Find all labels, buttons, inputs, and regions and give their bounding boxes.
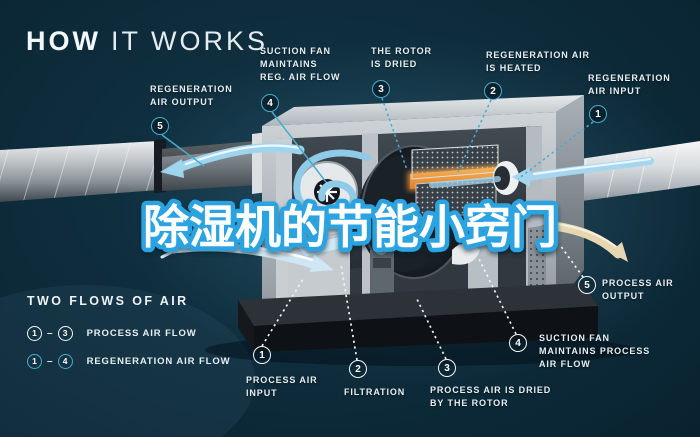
legend-circle-3: 3 <box>57 325 73 341</box>
regeneration-input-arrow <box>524 157 654 181</box>
left-duct <box>0 132 268 202</box>
leader-bottom-4 <box>478 258 517 335</box>
leader-top-2 <box>457 99 492 173</box>
fan-swirl-arrow <box>293 149 372 220</box>
legend-circle-4: 4 <box>57 353 73 369</box>
process-input-arrow <box>167 242 325 271</box>
title-light: IT WORKS <box>110 26 268 56</box>
leader-top-4 <box>271 111 327 183</box>
legend-label-process: PROCESS AIR FLOW <box>86 327 197 339</box>
filter-panel <box>295 235 353 258</box>
title-bold: HOW <box>26 26 101 56</box>
callout-suction-fan-process: SUCTION FAN MAINTAINS PROCESS AIR FLOW <box>539 333 651 370</box>
legend-dash: – <box>47 327 53 339</box>
arrowhead-process-input <box>310 254 334 272</box>
badge-top-1: 1 <box>589 105 607 123</box>
legend-title: TWO FLOWS OF AIR <box>27 294 189 308</box>
badge-top-3: 3 <box>372 80 390 98</box>
callout-rotor-dried: THE ROTOR IS DRIED <box>371 46 432 70</box>
legend-circle-1b: 1 <box>27 353 42 369</box>
arrowhead-process-output <box>610 242 628 262</box>
machine-side-face <box>556 95 584 308</box>
callout-regeneration-air-output: REGENERATION AIR OUTPUT <box>150 84 233 108</box>
page-title: HOW IT WORKS <box>26 26 268 57</box>
badge-bottom-1: 1 <box>253 346 271 364</box>
callout-filtration: FILTRATION <box>344 387 406 397</box>
badge-top-5: 5 <box>151 117 169 135</box>
callout-process-air-input: PROCESS AIR INPUT <box>246 375 318 399</box>
machine-top-face <box>262 95 584 126</box>
legend-label-regeneration: REGENERATION AIR FLOW <box>86 355 231 367</box>
air-flow-arrows <box>160 143 654 272</box>
badge-top-4: 4 <box>261 94 279 112</box>
callout-regeneration-heated: REGENERATION AIR IS HEATED <box>486 50 590 74</box>
leader-top-5 <box>161 134 205 167</box>
arrow-tail-chevrons <box>160 241 176 259</box>
callout-suction-fan-reg: SUCTION FAN MAINTAINS REG. AIR FLOW <box>260 46 341 83</box>
leader-bottom-2 <box>340 264 358 361</box>
legend-circle-1: 1 <box>27 325 42 341</box>
fan-motor-unit <box>370 241 394 298</box>
leader-bottom-5 <box>559 244 584 278</box>
right-fan-opening <box>493 161 519 195</box>
leader-top-3 <box>381 97 408 171</box>
legend-row-process: 1 – 3 PROCESS AIR FLOW <box>27 325 197 341</box>
legend-dash-2: – <box>47 355 53 367</box>
callout-regeneration-input: REGENERATION AIR INPUT <box>588 73 671 97</box>
legend-row-regeneration: 1 – 4 REGENERATION AIR FLOW <box>27 353 231 369</box>
callout-process-air-output: PROCESS AIR OUTPUT <box>602 278 674 302</box>
callout-process-air-dried: PROCESS AIR IS DRIED BY THE ROTOR <box>430 385 552 409</box>
badge-bottom-2: 2 <box>349 360 367 378</box>
badge-bottom-4: 4 <box>509 334 527 352</box>
arrowhead-output <box>160 159 184 178</box>
leader-lines-regeneration <box>161 97 594 183</box>
leader-top-1 <box>517 121 594 180</box>
leader-lines-process <box>261 244 584 361</box>
headline-text: 除湿机的节能小窍门 <box>143 200 557 254</box>
badge-bottom-3: 3 <box>438 359 456 377</box>
arrowhead-input <box>512 167 530 187</box>
badge-top-2: 2 <box>484 82 502 100</box>
badge-bottom-5: 5 <box>578 276 596 294</box>
leader-bottom-1 <box>261 278 304 347</box>
heater-flow-arrow <box>429 176 501 188</box>
